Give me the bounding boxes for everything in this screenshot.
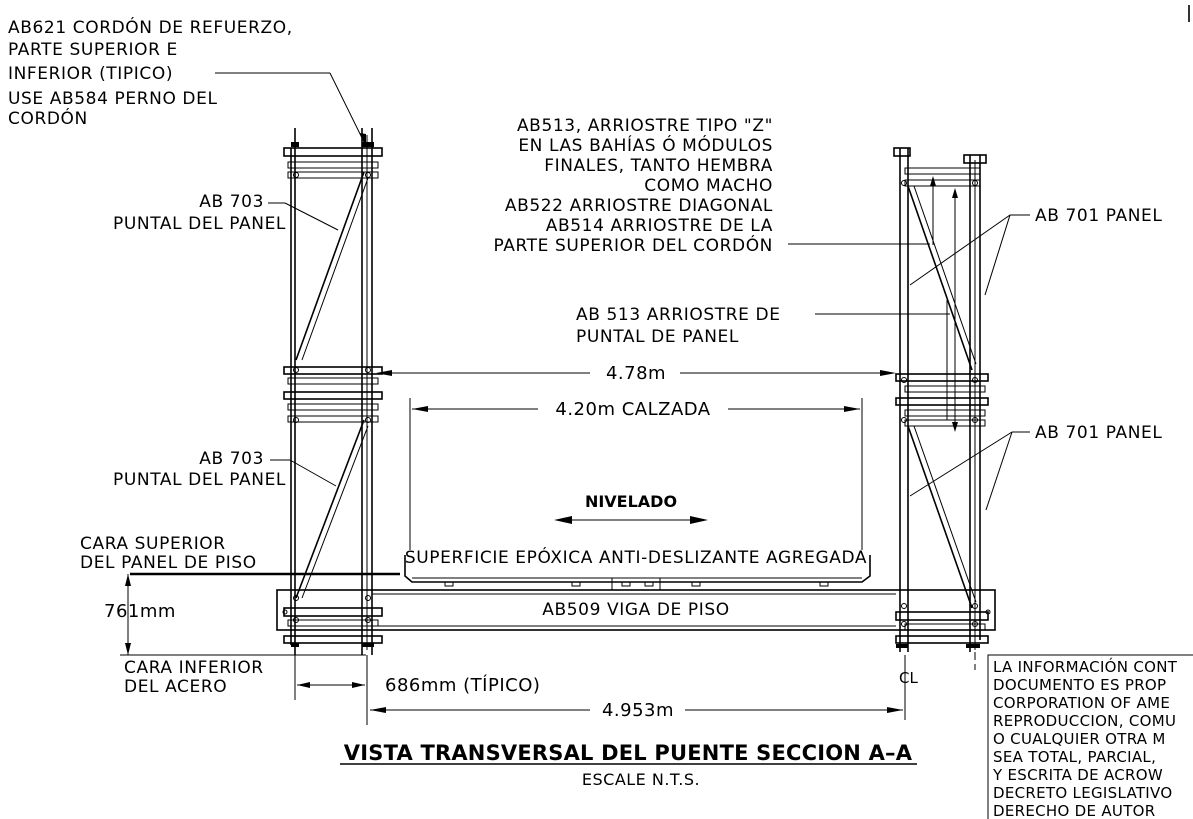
ab513-z-line-3: FINALES, TANTO HEMBRA xyxy=(544,156,773,176)
superficie-label: SUPERFICIE EPÓXICA ANTI-DESLIZANTE AGREG… xyxy=(405,546,867,568)
ab513-z-line-4: COMO MACHO xyxy=(644,176,773,196)
ab703-top-line-1: AB 703 xyxy=(199,192,264,212)
dim-686-label: 686mm (TÍPICO) xyxy=(385,674,540,696)
ab703-top-line-2: PUNTAL DEL PANEL xyxy=(113,214,286,234)
ab513-z-label: AB513, ARRIOSTRE TIPO "Z" EN LAS BAHÍAS … xyxy=(493,116,773,256)
cara-inferior-label: CARA INFERIOR DEL ACERO xyxy=(124,658,264,697)
notice-line-7: Y ESCRITA DE ACROW xyxy=(992,766,1163,784)
ab513-puntal-line-2: PUNTAL DE PANEL xyxy=(576,327,739,347)
right-truss-panel xyxy=(893,147,989,670)
drawing-scale: ESCALE N.T.S. xyxy=(582,770,700,789)
ab621-label: AB621 CORDÓN DE REFUERZO, PARTE SUPERIOR… xyxy=(8,16,293,129)
ab701-bottom-label: AB 701 PANEL xyxy=(1035,423,1162,443)
dim-761-label: 761mm xyxy=(104,601,176,622)
ab703-bottom-line-2: PUNTAL DEL PANEL xyxy=(113,470,286,490)
cara-superior-line-2: DEL PANEL DE PISO xyxy=(80,553,257,573)
ab701-top-label: AB 701 PANEL xyxy=(1035,206,1162,226)
ab513-puntal-label: AB 513 ARRIOSTRE DE PUNTAL DE PANEL xyxy=(576,305,781,347)
notice-line-5: O CUALQUIER OTRA M xyxy=(993,730,1166,748)
leader-lines xyxy=(215,72,1030,511)
cara-inferior-line-1: CARA INFERIOR xyxy=(124,658,264,678)
ab703-top-label: AB 703 PUNTAL DEL PANEL xyxy=(113,192,286,234)
ab513-z-line-2: EN LAS BAHÍAS Ó MÓDULOS xyxy=(518,134,773,156)
dimension-lines xyxy=(120,370,906,725)
ab703-bottom-line-1: AB 703 xyxy=(199,449,264,469)
notice-line-8: DECRETO LEGISLATIVO xyxy=(993,784,1172,802)
notice-line-6: SEA TOTAL, PARCIAL, xyxy=(993,748,1156,766)
ab513-z-line-6: AB514 ARRIOSTRE DE LA xyxy=(546,216,773,236)
cara-inferior-line-2: DEL ACERO xyxy=(124,677,227,697)
ab621-line-2: PARTE SUPERIOR E xyxy=(8,40,178,60)
cara-superior-label: CARA SUPERIOR DEL PANEL DE PISO xyxy=(80,534,257,573)
ab621-line-3: INFERIOR (TIPICO) xyxy=(8,64,173,84)
notice-line-4: REPRODUCCION, COMU xyxy=(993,712,1176,730)
nivelado-label: NIVELADO xyxy=(585,492,677,511)
ab621-line-1: AB621 CORDÓN DE REFUERZO, xyxy=(8,16,293,38)
centerline-symbol: CL xyxy=(899,669,918,687)
cara-superior-line-1: CARA SUPERIOR xyxy=(80,534,226,554)
notice-line-2: DOCUMENTO ES PROP xyxy=(993,676,1166,694)
left-truss-panel xyxy=(283,128,383,655)
notice-line-1: LA INFORMACIÓN CONT xyxy=(993,657,1178,676)
ab513-z-line-5: AB522 ARRIOSTRE DIAGONAL xyxy=(505,196,773,216)
ab513-z-line-7: PARTE SUPERIOR DEL CORDÓN xyxy=(493,234,773,256)
viga-label: AB509 VIGA DE PISO xyxy=(542,600,729,620)
dim-478-label: 4.78m xyxy=(606,363,666,384)
drawing-title: VISTA TRANSVERSAL DEL PUENTE SECCION A–A xyxy=(344,741,913,765)
dim-calzada-label: 4.20m CALZADA xyxy=(555,399,710,420)
floor-beam-deck xyxy=(130,555,996,631)
ab513-puntal-line-1: AB 513 ARRIOSTRE DE xyxy=(576,305,781,325)
ab621-line-5: CORDÓN xyxy=(8,107,88,129)
ab513-z-line-1: AB513, ARRIOSTRE TIPO "Z" xyxy=(517,116,773,136)
notice-line-9: DERECHO DE AUTOR xyxy=(993,802,1155,819)
ab621-line-4: USE AB584 PERNO DEL xyxy=(8,89,218,109)
notice-line-3: CORPORATION OF AME xyxy=(993,694,1170,712)
ab703-bottom-label: AB 703 PUNTAL DEL PANEL xyxy=(113,449,286,490)
copyright-notice-box: LA INFORMACIÓN CONT DOCUMENTO ES PROP CO… xyxy=(987,654,1193,819)
dim-4953-label: 4.953m xyxy=(602,700,674,721)
